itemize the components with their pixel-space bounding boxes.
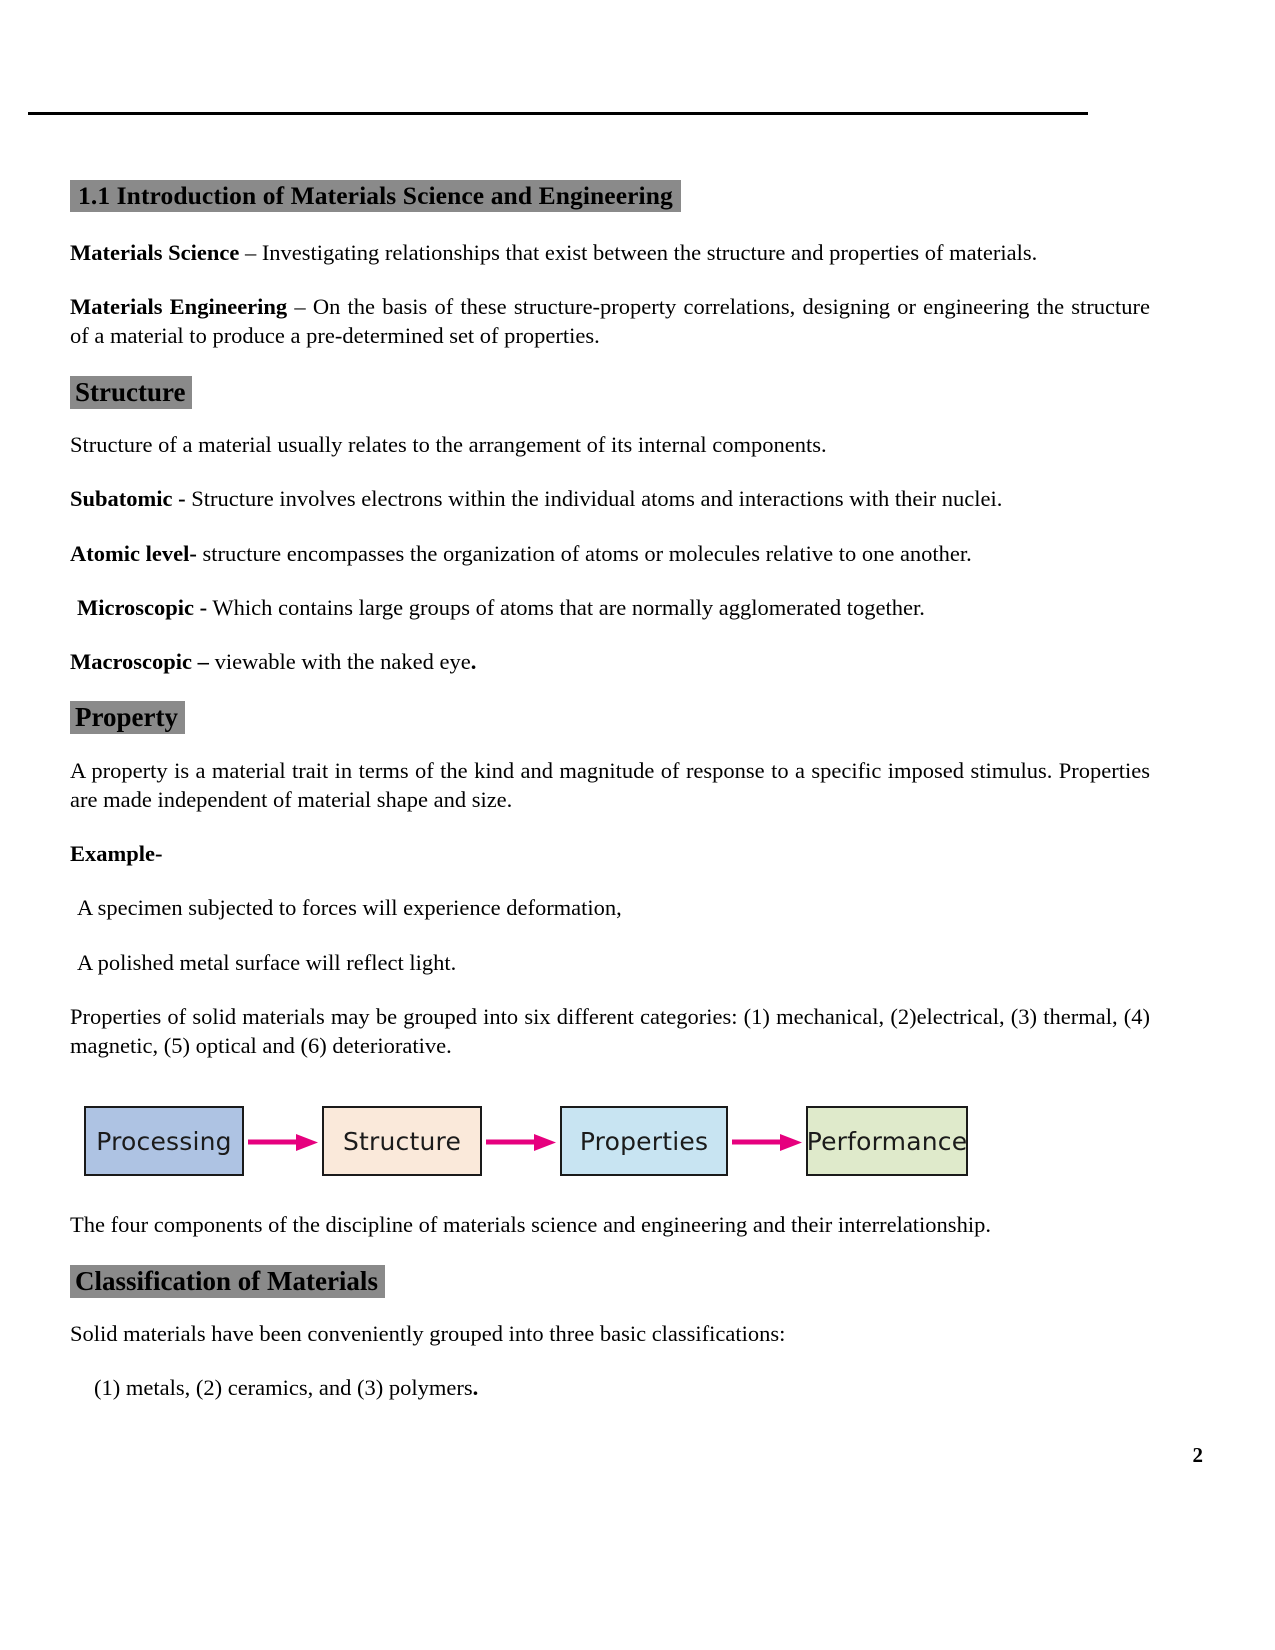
macroscopic-tail: . (470, 649, 477, 675)
diagram-box-properties-label: Properties (579, 1126, 709, 1156)
heading-property: Property (70, 701, 1150, 735)
paragraph-property-categories: Properties of solid materials may be gro… (70, 1003, 1150, 1059)
diagram-box-structure: Structure (322, 1106, 482, 1177)
microscopic-label: Microscopic - (77, 594, 208, 620)
diagram-box-structure-label: Structure (342, 1126, 462, 1156)
arrow-right-icon-2 (482, 1130, 560, 1152)
structure-heading-highlight: Structure (70, 375, 193, 409)
diagram-caption: The four components of the discipline of… (70, 1212, 991, 1238)
diagram-box-properties: Properties (560, 1106, 728, 1177)
paragraph-property-definition: A property is a material trait in terms … (70, 757, 1150, 812)
paragraph-atomic-level: Atomic level- structure encompasses the … (70, 539, 1150, 568)
materials-engineering-label: Materials Engineering (70, 294, 288, 320)
microscopic-text: Which contains large groups of atoms tha… (207, 594, 925, 620)
heading-classification: Classification of Materials (70, 1264, 1150, 1298)
example-item-2: A polished metal surface will reflect li… (77, 949, 457, 975)
processing-structure-properties-performance-diagram: Processing Structure Properties (84, 1106, 984, 1177)
paragraph-structure-intro: Structure of a material usually relates … (70, 432, 827, 458)
paragraph-classification-intro: Solid materials have been conveniently g… (70, 1321, 786, 1347)
property-heading-highlight: Property (70, 701, 185, 735)
diagram-box-performance: Performance (806, 1106, 968, 1177)
arrow-right-icon-1 (244, 1130, 322, 1152)
diagram-box-performance-label: Performance (806, 1126, 968, 1156)
example-label: Example- (70, 839, 1150, 868)
heading-structure: Structure (70, 375, 1150, 409)
paragraph-materials-science: Materials Science – Investigating relati… (70, 238, 1150, 267)
materials-science-label: Materials Science (70, 239, 240, 265)
arrow-right-icon-3 (728, 1130, 806, 1152)
classification-list-line: (1) metals, (2) ceramics, and (3) polyme… (70, 1373, 1150, 1402)
page-content: 1.1 Introduction of Materials Science an… (70, 180, 1150, 1428)
classification-list-tail: . (472, 1375, 479, 1401)
section-heading-highlight: 1.1 Introduction of Materials Science an… (70, 180, 681, 212)
atomic-level-text: structure encompasses the organization o… (196, 540, 972, 566)
macroscopic-text: viewable with the naked eye (208, 649, 471, 675)
paragraph-macroscopic: Macroscopic – viewable with the naked ey… (70, 647, 1150, 676)
classification-heading-highlight: Classification of Materials (70, 1264, 385, 1298)
materials-engineering-text: – On the basis of these structure-proper… (70, 294, 1150, 349)
materials-science-text: – Investigating relationships that exist… (239, 239, 1038, 265)
macroscopic-label: Macroscopic – (70, 649, 209, 675)
paragraph-materials-engineering: Materials Engineering – On the basis of … (70, 292, 1150, 351)
paragraph-subatomic: Subatomic - Structure involves electrons… (70, 484, 1150, 513)
example-item-1: A specimen subjected to forces will expe… (77, 895, 622, 921)
diagram-box-processing-label: Processing (96, 1126, 232, 1156)
atomic-level-label: Atomic level- (70, 540, 197, 566)
header-rule (28, 112, 1088, 115)
paragraph-microscopic: Microscopic - Which contains large group… (70, 593, 1150, 622)
page-number: 2 (1192, 1443, 1204, 1467)
diagram-box-processing: Processing (84, 1106, 244, 1177)
example-label-text: Example- (70, 841, 163, 867)
subatomic-label: Subatomic - (70, 486, 186, 512)
page-title: 1.1 Introduction of Materials Science an… (70, 180, 1150, 212)
classification-list-text: (1) metals, (2) ceramics, and (3) polyme… (94, 1375, 473, 1401)
subatomic-text: Structure involves electrons within the … (185, 486, 1003, 512)
